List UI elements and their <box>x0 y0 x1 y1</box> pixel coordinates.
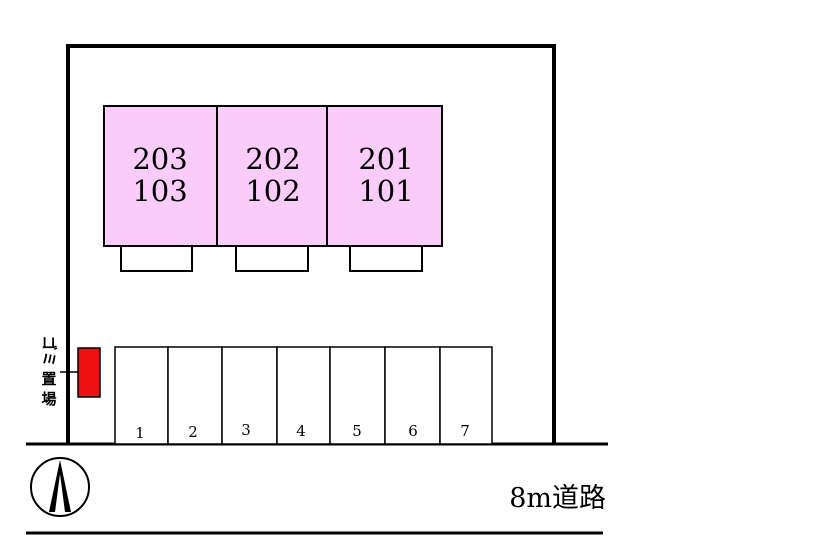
lot-boundary <box>66 44 556 444</box>
unit-balcony <box>349 245 423 272</box>
unit-upper-number: 201 <box>358 142 413 176</box>
parking-space-number: 2 <box>188 423 198 441</box>
building-unit-2: 202 102 <box>216 105 328 272</box>
garbage-box <box>77 347 101 398</box>
parking-row: 1 2 3 4 5 6 7 <box>114 346 493 445</box>
parking-space-number: 1 <box>135 424 145 442</box>
garbage-area: ゴ ミ 置 場 <box>40 335 101 408</box>
parking-space-number: 3 <box>241 421 251 439</box>
unit-balcony <box>120 245 193 272</box>
garbage-label-char: ゴ <box>40 335 58 350</box>
garbage-label-char: 置 <box>41 370 56 388</box>
garbage-label-char: 場 <box>41 390 56 408</box>
parking-space <box>384 346 441 445</box>
building-unit-1: 203 103 <box>103 105 218 272</box>
unit-block <box>326 105 443 247</box>
building-unit-3: 201 101 <box>326 105 443 272</box>
parking-space <box>114 346 169 445</box>
unit-block <box>103 105 218 247</box>
unit-lower-number: 102 <box>245 174 300 208</box>
unit-balcony <box>235 245 309 272</box>
unit-upper-number: 203 <box>132 142 187 176</box>
north-arrow-icon <box>30 457 90 517</box>
parking-space-number: 7 <box>460 422 470 440</box>
parking-space <box>221 346 278 445</box>
parking-space <box>167 346 223 445</box>
unit-lower-number: 103 <box>132 174 187 208</box>
unit-lower-number: 101 <box>358 174 413 208</box>
parking-space <box>329 346 386 445</box>
unit-upper-number: 202 <box>245 142 300 176</box>
parking-space-number: 4 <box>296 422 306 440</box>
parking-space <box>439 346 493 445</box>
road-label: 8m道路 <box>509 483 606 514</box>
garbage-label-char: ミ <box>40 351 58 366</box>
parking-space-number: 5 <box>352 422 362 440</box>
unit-block <box>216 105 328 247</box>
parking-space-number: 6 <box>408 422 418 440</box>
